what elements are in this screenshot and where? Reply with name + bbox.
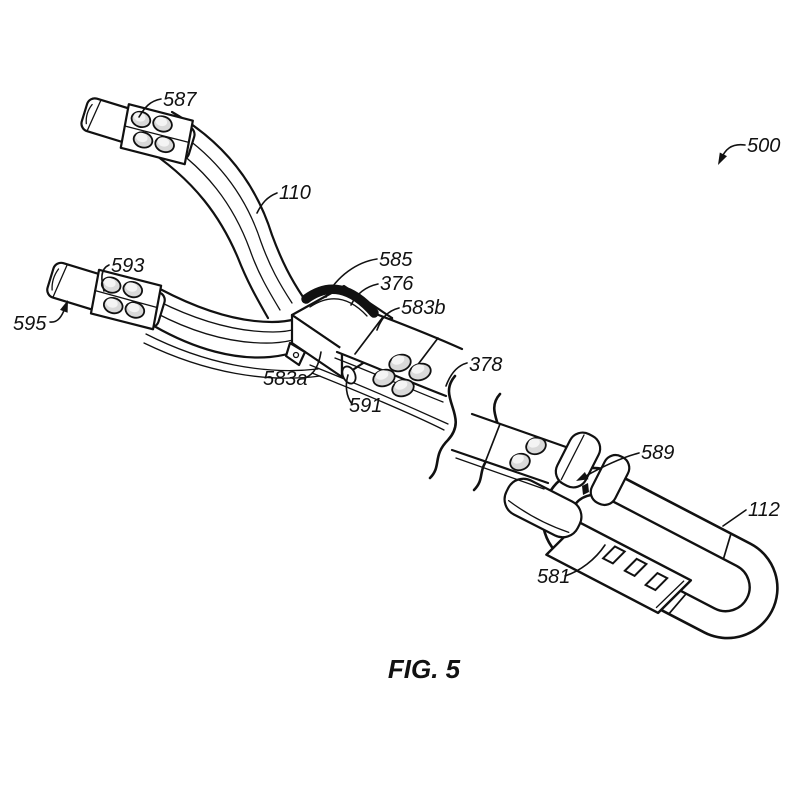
fold-arch	[554, 431, 602, 489]
gate-slot	[623, 557, 649, 578]
gate-slots	[601, 545, 669, 592]
fold-gap-mark	[582, 483, 589, 495]
strap-segment-583b	[309, 309, 464, 431]
ref-label-112: 112	[748, 499, 780, 521]
upper-strap-end-plate	[80, 97, 196, 166]
reference-labels: 587 110 593 595 585 376 583b 583a 591 37…	[13, 89, 780, 588]
ref-label-583a: 583a	[263, 368, 308, 390]
ref-label-376: 376	[380, 273, 414, 295]
arrowhead	[718, 152, 727, 165]
arrowhead	[576, 472, 589, 481]
ref-label-585: 585	[379, 249, 413, 271]
figure-caption: FIG. 5	[388, 654, 461, 684]
ref-label-378: 378	[469, 354, 502, 376]
ref-label-591: 591	[349, 395, 382, 417]
strap-wrap	[503, 453, 631, 539]
snap-stud	[100, 276, 146, 319]
gate-slot	[643, 571, 669, 592]
left-strap-end-plate	[46, 261, 166, 331]
snap-stud	[509, 436, 547, 472]
arrowhead	[60, 300, 68, 313]
snap-stud	[372, 353, 432, 398]
snap-stud	[130, 110, 175, 154]
buckle-tab	[284, 341, 307, 367]
ref-label-595: 595	[13, 313, 47, 335]
ref-label-593: 593	[111, 255, 144, 277]
ref-label-500: 500	[747, 135, 780, 157]
wrap-bar	[503, 477, 583, 539]
buckle-keeper	[301, 284, 379, 318]
ref-label-583b: 583b	[401, 297, 446, 319]
strap-segment-after-break	[450, 412, 568, 490]
ref-label-589: 589	[641, 442, 674, 464]
strap-fold	[554, 431, 602, 489]
gate-slot	[601, 545, 627, 565]
leader-lines	[49, 98, 747, 577]
ref-label-587: 587	[163, 89, 197, 111]
carabiner-eye	[589, 453, 631, 507]
strap-eyelet	[341, 365, 357, 385]
carabiner	[541, 466, 779, 640]
ref-label-110: 110	[279, 182, 311, 204]
ref-label-581: 581	[537, 566, 570, 588]
